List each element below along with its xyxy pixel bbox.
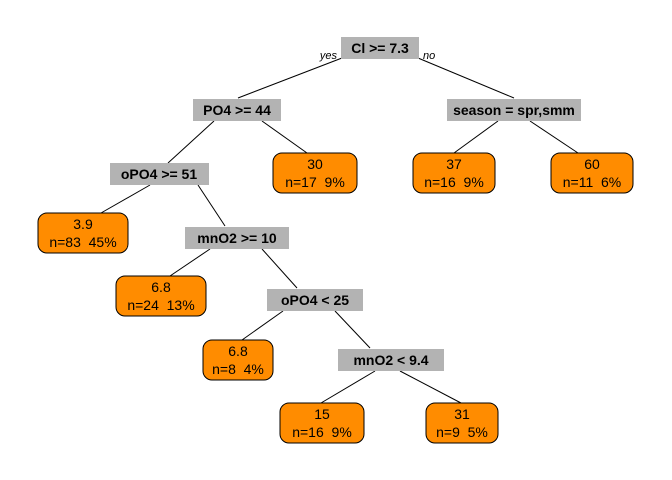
edge-mno2-10-opo4-25 bbox=[261, 248, 298, 289]
edge-root-po4 bbox=[237, 57, 343, 99]
split-label: oPO4 < 25 bbox=[281, 292, 349, 308]
leaf-stats: n=16 9% bbox=[424, 174, 484, 190]
leaf-value: 6.8 bbox=[228, 343, 248, 359]
leaf-stats: n=11 6% bbox=[563, 174, 622, 190]
leaf-node-3-9: 3.9 n=83 45% bbox=[37, 212, 129, 254]
split-label: oPO4 >= 51 bbox=[121, 166, 197, 182]
branch-label-no: no bbox=[423, 50, 435, 62]
split-label: Cl >= 7.3 bbox=[351, 40, 409, 56]
split-node-po4: PO4 >= 44 bbox=[193, 99, 281, 121]
leaf-stats: n=8 4% bbox=[212, 361, 264, 377]
leaf-value: 6.8 bbox=[151, 279, 171, 295]
leaf-node-31: 31 n=9 5% bbox=[425, 402, 499, 444]
edge-opo4-25-leaf-6-8-b bbox=[241, 310, 284, 341]
edge-opo4-51-mno2-10 bbox=[197, 184, 226, 227]
leaf-value: 60 bbox=[584, 156, 600, 172]
leaf-value: 31 bbox=[454, 406, 470, 422]
split-label: PO4 >= 44 bbox=[203, 102, 271, 118]
edge-opo4-51-leaf-3-9 bbox=[100, 184, 151, 214]
edge-season-leaf-60 bbox=[529, 120, 579, 154]
leaf-value: 37 bbox=[446, 156, 462, 172]
split-node-mno2-9-4: mnO2 < 9.4 bbox=[338, 349, 444, 371]
leaf-value: 30 bbox=[307, 156, 323, 172]
edge-mno2-9-4-leaf-31 bbox=[399, 370, 462, 404]
branch-label-yes: yes bbox=[319, 50, 338, 62]
leaf-value: 3.9 bbox=[73, 216, 93, 232]
edge-po4-leaf-30 bbox=[261, 120, 308, 154]
edge-mno2-9-4-leaf-15 bbox=[320, 370, 376, 404]
edge-opo4-25-mno2-9-4 bbox=[334, 310, 371, 349]
split-node-root: Cl >= 7.3 bbox=[341, 37, 419, 59]
split-label: mnO2 >= 10 bbox=[197, 230, 277, 246]
edge-po4-opo4-51 bbox=[167, 120, 215, 164]
tree-edges bbox=[100, 57, 579, 404]
edge-season-leaf-37 bbox=[453, 120, 499, 154]
leaf-node-60: 60 n=11 6% bbox=[550, 152, 634, 194]
split-label: mnO2 < 9.4 bbox=[353, 352, 428, 368]
leaf-node-30: 30 n=17 9% bbox=[272, 152, 358, 194]
leaf-stats: n=24 13% bbox=[127, 297, 194, 313]
leaf-value: 15 bbox=[314, 406, 330, 422]
split-node-season: season = spr,smm bbox=[447, 99, 581, 121]
leaf-stats: n=16 9% bbox=[292, 424, 352, 440]
split-node-opo4-25: oPO4 < 25 bbox=[267, 289, 363, 311]
leaf-node-6-8-b: 6.8 n=8 4% bbox=[202, 339, 274, 381]
leaf-node-37: 37 n=16 9% bbox=[412, 152, 496, 194]
leaf-node-6-8-a: 6.8 n=24 13% bbox=[115, 275, 207, 317]
leaf-stats: n=17 9% bbox=[285, 174, 345, 190]
split-node-opo4-51: oPO4 >= 51 bbox=[110, 163, 209, 185]
split-node-mno2-10: mnO2 >= 10 bbox=[185, 227, 289, 249]
split-label: season = spr,smm bbox=[453, 102, 575, 118]
edge-root-season bbox=[417, 57, 515, 99]
leaf-node-15: 15 n=16 9% bbox=[279, 402, 365, 444]
leaf-stats: n=9 5% bbox=[436, 424, 488, 440]
leaf-stats: n=83 45% bbox=[49, 234, 116, 250]
edge-mno2-10-leaf-6-8-a bbox=[169, 248, 211, 277]
